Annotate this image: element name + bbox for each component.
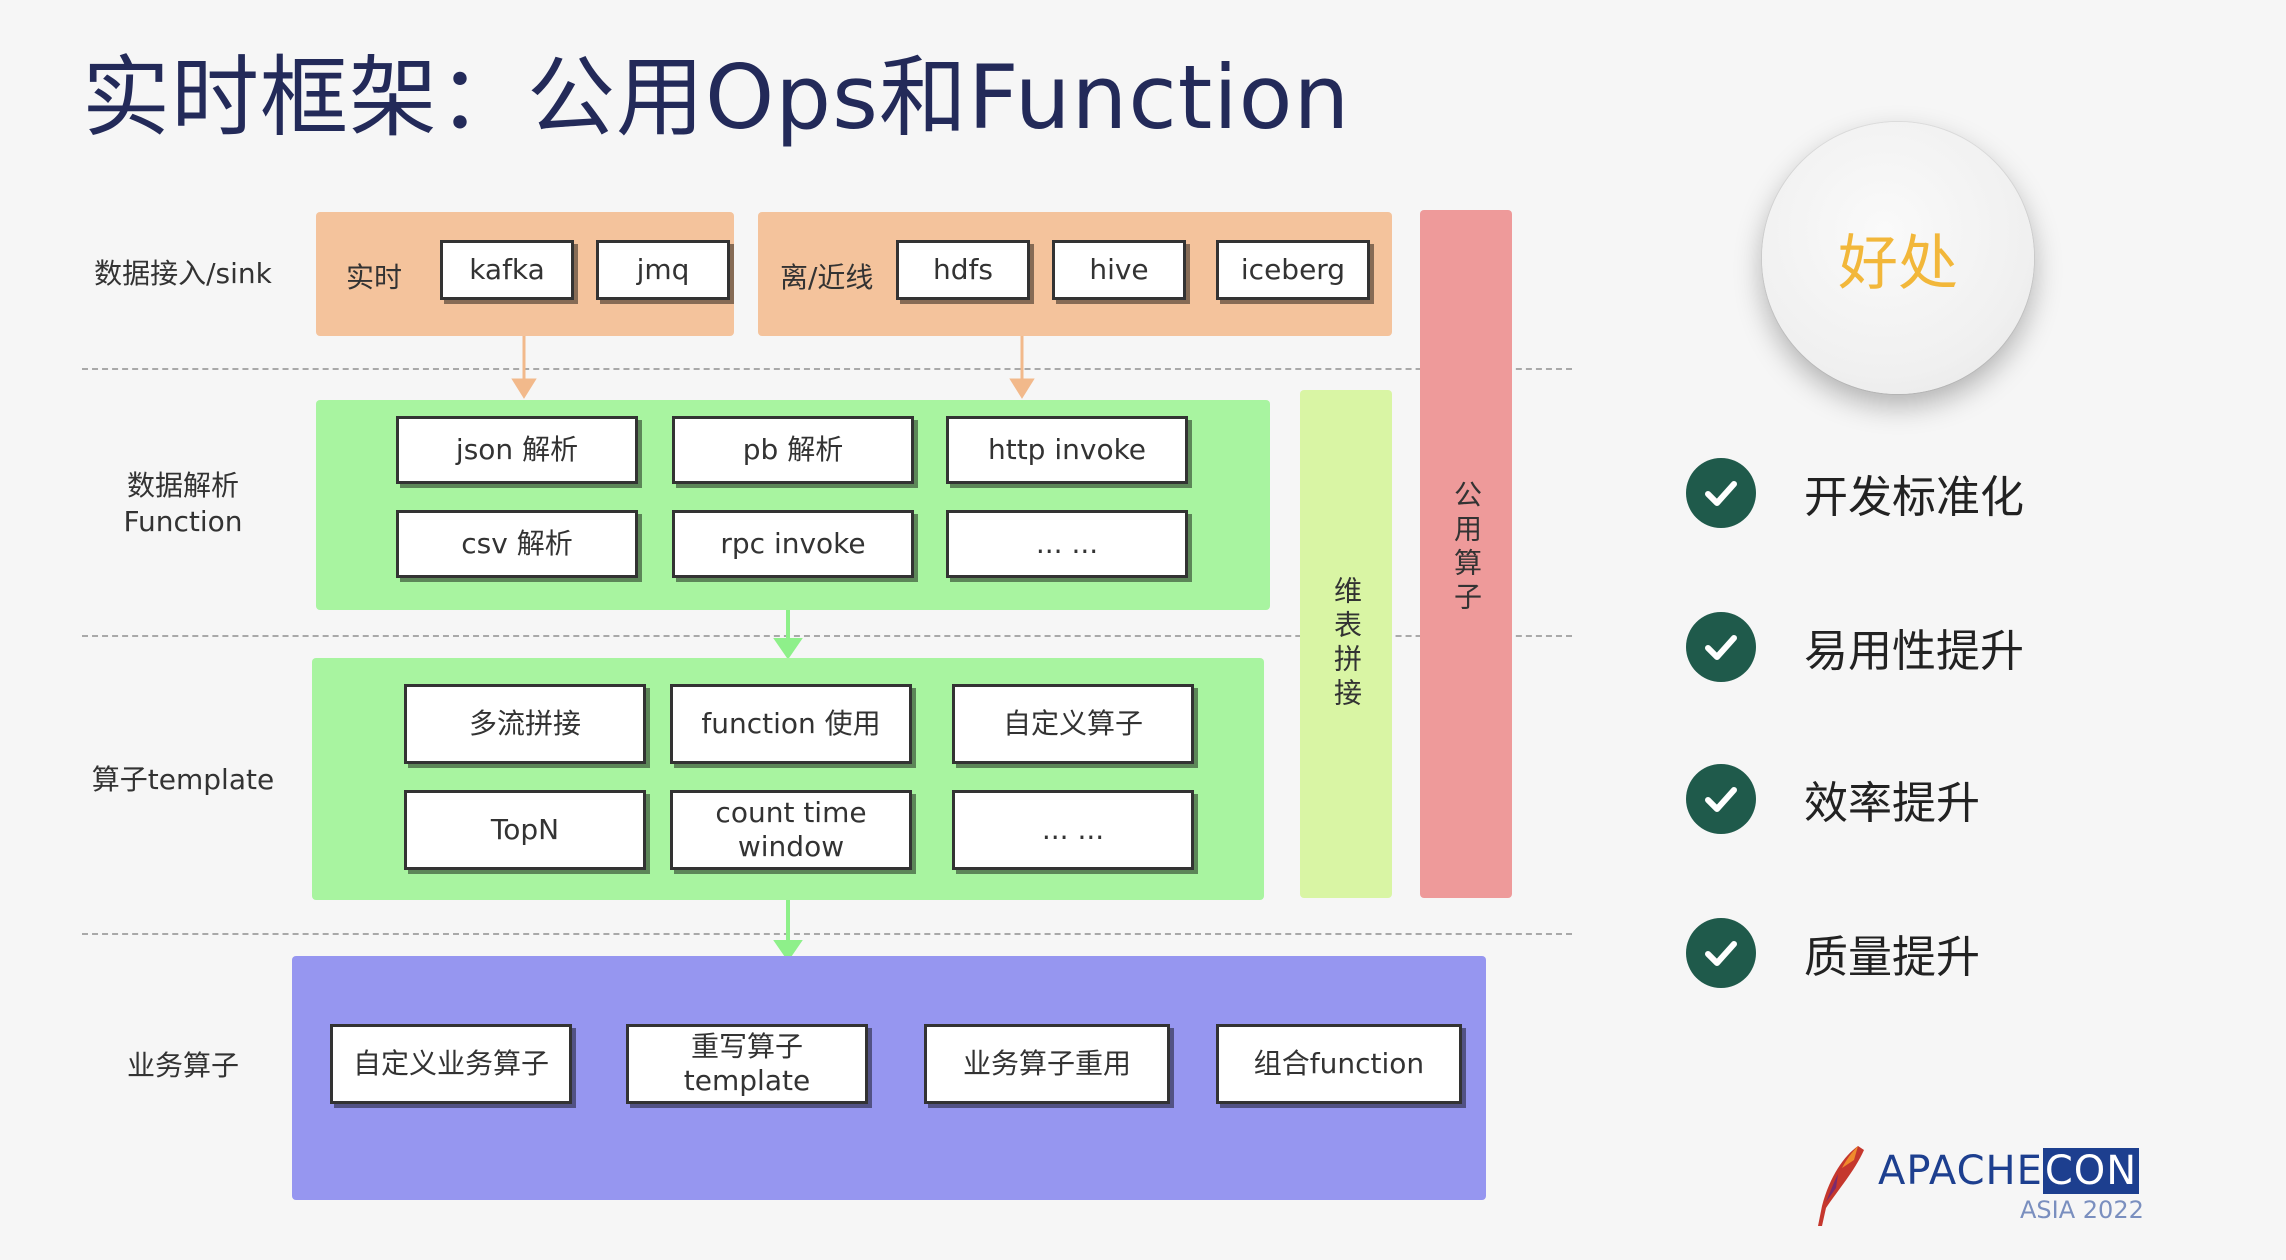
template-box: function 使用 (670, 684, 912, 764)
sink-box-hive: hive (1052, 240, 1186, 300)
benefit-label: 易用性提升 (1804, 626, 2024, 677)
separator-line (82, 933, 1572, 935)
realtime-label: 实时 (346, 261, 403, 294)
benefit-label: 开发标准化 (1804, 472, 2024, 523)
row-label-template: 算子template (91, 763, 275, 796)
logo-text: APACHECON (1878, 1148, 2140, 1194)
check-icon (1686, 764, 1756, 834)
dim-join-label: 维表拼接 (1330, 576, 1363, 712)
business-box: 组合function (1216, 1024, 1462, 1104)
row-label-parse: 数据解析 Function (123, 469, 243, 538)
dim-join-panel: 维表拼接 (1300, 390, 1392, 898)
benefit-item: 开发标准化 (1686, 458, 2024, 528)
common-ops-label: 公用算子 (1450, 480, 1483, 616)
business-box: 自定义业务算子 (330, 1024, 572, 1104)
template-box: ... ... (952, 790, 1194, 870)
sink-box-iceberg: iceberg (1216, 240, 1370, 300)
row-label-sink: 数据接入/sink (94, 257, 272, 290)
benefits-badge: 好处 (1762, 122, 2034, 394)
parse-box: pb 解析 (672, 416, 914, 484)
logo-subtitle: ASIA 2022 (2020, 1196, 2144, 1224)
parse-box: ... ... (946, 510, 1188, 578)
sink-box-hdfs: hdfs (896, 240, 1030, 300)
template-box: count time window (670, 790, 912, 870)
parse-box: rpc invoke (672, 510, 914, 578)
separator-line (82, 635, 1572, 637)
separator-line (82, 368, 1572, 370)
feather-icon (1818, 1146, 1864, 1226)
template-box: 自定义算子 (952, 684, 1194, 764)
apachecon-logo: APACHECON ASIA 2022 (1808, 1142, 2160, 1230)
benefit-item: 效率提升 (1686, 764, 1980, 834)
page-title: 实时框架：公用Ops和Function (82, 46, 1351, 149)
offline-label: 离/近线 (780, 261, 874, 294)
benefit-label: 效率提升 (1804, 778, 1980, 829)
check-icon (1686, 458, 1756, 528)
row-label-business: 业务算子 (126, 1049, 239, 1082)
business-box: 重写算子 template (626, 1024, 868, 1104)
template-box: 多流拼接 (404, 684, 646, 764)
parse-box: csv 解析 (396, 510, 638, 578)
template-box: TopN (404, 790, 646, 870)
parse-box: json 解析 (396, 416, 638, 484)
business-box: 业务算子重用 (924, 1024, 1170, 1104)
check-icon (1686, 612, 1756, 682)
logo-con: CON (2042, 1148, 2140, 1194)
benefit-item: 易用性提升 (1686, 612, 2024, 682)
sink-box-jmq: jmq (596, 240, 730, 300)
check-icon (1686, 918, 1756, 988)
sink-box-kafka: kafka (440, 240, 574, 300)
logo-apache: APACHE (1878, 1148, 2043, 1194)
benefit-label: 质量提升 (1804, 932, 1980, 983)
common-ops-panel: 公用算子 (1420, 210, 1512, 898)
parse-box: http invoke (946, 416, 1188, 484)
benefit-item: 质量提升 (1686, 918, 1980, 988)
